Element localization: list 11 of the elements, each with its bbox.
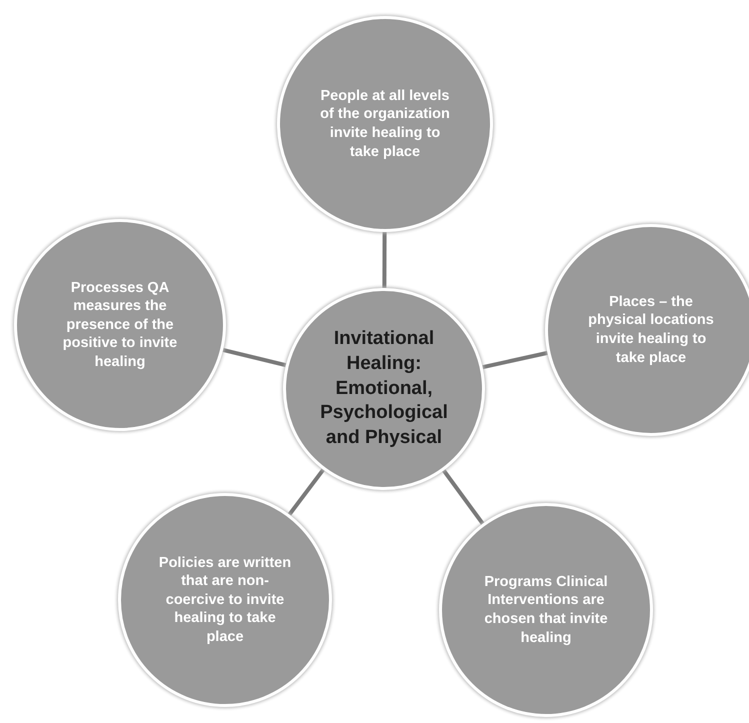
connector-line — [442, 469, 484, 525]
circle-label: Invitational Healing: Emotional, Psychological and Physical — [319, 327, 449, 450]
connector-line — [288, 468, 325, 516]
circle-label: Processes QA measures the presence of the positive to invite healing — [62, 278, 178, 372]
connector-line — [382, 232, 387, 288]
circle-label: Places – the physical locations invite healing to take place — [587, 292, 715, 368]
connector-line — [482, 350, 548, 370]
connector-line — [222, 348, 286, 368]
circle-label: Programs Clinical Interventions are chosen that invite healing — [483, 572, 609, 648]
circle-label: Policies are written that are non-coercive to invite healing to take place — [158, 554, 292, 646]
circle-label: People at all levels of the organization invite healing to take place — [319, 86, 451, 162]
